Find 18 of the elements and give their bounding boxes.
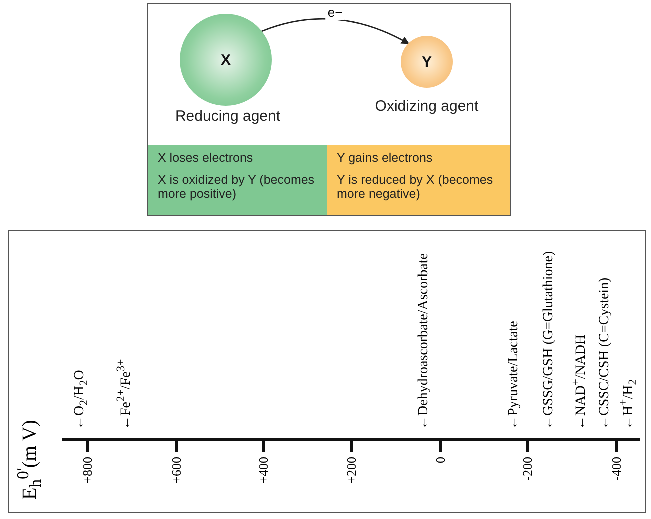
molecule-circle: X	[180, 14, 272, 106]
info-box: Y gains electrons Y is reduced by X (becomes more negative)	[327, 145, 510, 215]
tick-label: +400	[256, 457, 272, 484]
tick-label: +200	[344, 457, 360, 484]
tick-label: +800	[80, 457, 96, 484]
tick-label: +600	[170, 457, 184, 484]
tick-label: -200	[520, 457, 536, 481]
molecule-circle: Y	[401, 36, 453, 88]
redox-pair-label: ←Pyruvate/Lactate	[506, 321, 522, 430]
redox-pair-label: ←GSSG/GSH (G=Glutathione)	[541, 251, 557, 430]
tick-label: -400	[610, 457, 624, 481]
caption-text: Reducing agent	[175, 108, 281, 125]
redox-pair-label: ←CSSC/CSH (C=Cystein)	[597, 278, 613, 430]
tick-label: 0	[434, 457, 448, 464]
info-box: X loses electrons X is oxidized by Y (becomes more positive)	[148, 145, 327, 215]
redox-pair-label: ←Dehydroascorbate/Ascorbate	[416, 254, 432, 430]
caption-text: Oxidizing agent	[375, 98, 479, 115]
arrow	[262, 18, 410, 44]
